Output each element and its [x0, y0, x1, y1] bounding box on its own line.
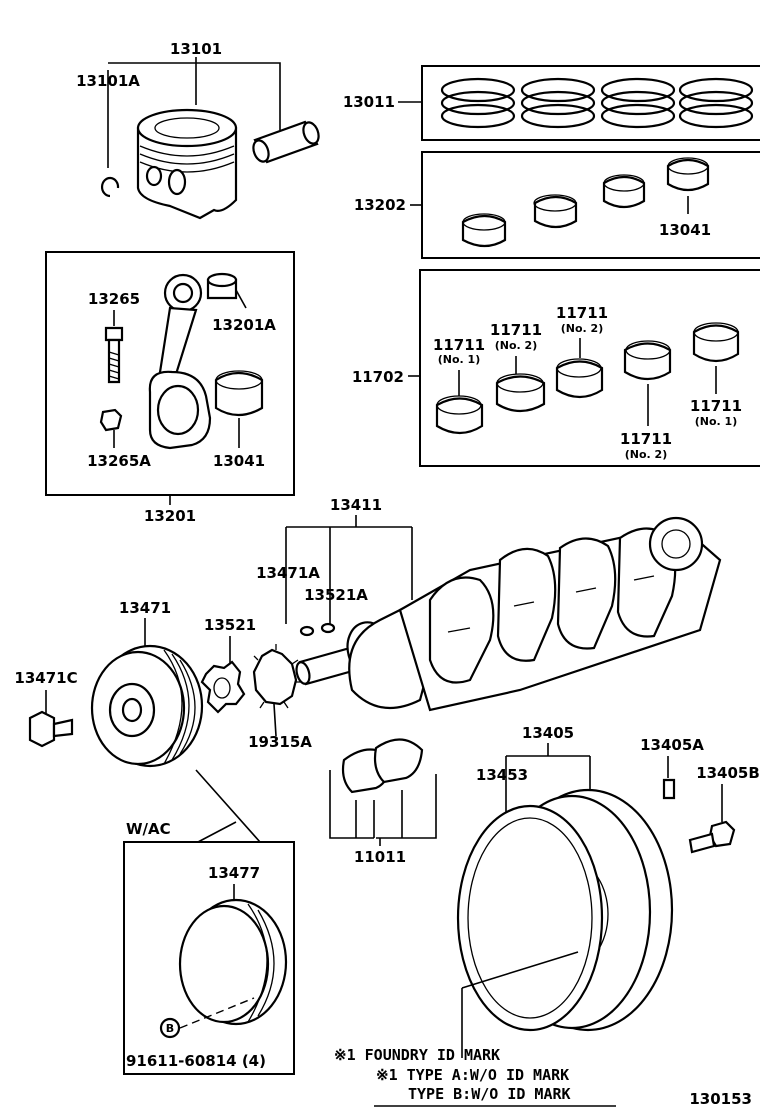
small-end-bushing-illustration	[206, 272, 238, 300]
wac-pulley-group: W/AC 13477 B 91611-60814 (4)	[123, 769, 295, 1075]
piston-pin-illustration	[252, 120, 320, 164]
part-label-13521A: 13521A	[304, 586, 368, 604]
bearing-label-11711-d: 11711	[620, 430, 672, 448]
ring-gear-illustration	[456, 804, 604, 1032]
main-bearing-set-group: 11702 11711 (No. 1) 11711 (No. 2) 11711 …	[352, 269, 760, 467]
part-label-13041-rod: 13041	[213, 452, 265, 470]
rod-bearing-illustration	[214, 370, 264, 417]
part-label-13477: 13477	[208, 864, 260, 882]
svg-text:B: B	[166, 1022, 174, 1035]
crank-key-illustration	[299, 625, 315, 637]
part-label-13101: 13101	[170, 40, 222, 58]
bearing-label-11711-e: 11711	[690, 397, 742, 415]
pulley-bolt-illustration	[28, 710, 74, 748]
part-label-13471: 13471	[119, 599, 171, 617]
bearing-label-11711-b: 11711	[490, 321, 542, 339]
part-label-13521: 13521	[204, 616, 256, 634]
part-label-13405B: 13405B	[696, 764, 760, 782]
flywheel-bolt-illustration	[688, 820, 736, 854]
part-label-13471A: 13471A	[256, 564, 320, 582]
piston-ring-set-2	[520, 77, 596, 129]
main-bearing-shell-c	[555, 358, 604, 399]
part-label-13041-top: 13041	[659, 221, 711, 239]
crank-pulley-illustration	[90, 644, 204, 768]
part-label-13201A: 13201A	[212, 316, 276, 334]
note-foundry-mark: ※1 FOUNDRY ID MARK	[334, 1046, 500, 1064]
crankshaft-illustration	[295, 516, 722, 712]
note-type-a: ※1 TYPE A:W/O ID MARK	[376, 1066, 569, 1084]
rod-bolt-illustration	[104, 326, 124, 384]
rod-bearing-shell	[533, 194, 578, 229]
note-type-b: TYPE B:W/O ID MARK	[408, 1085, 571, 1103]
piston-ring-set-1	[440, 77, 516, 129]
flywheel-group: 13405 13453 13405A 13405B	[456, 724, 760, 1058]
bearing-label-11711-a: 11711	[433, 336, 485, 354]
bearing-sub-11711-d: (No. 2)	[625, 448, 667, 461]
pulley-group: 13471 13471C 13521 19315A	[14, 599, 312, 768]
rod-nut-illustration	[99, 408, 123, 432]
bearing-sub-11711-e: (No. 1)	[695, 415, 737, 428]
wac-label: W/AC	[126, 820, 171, 838]
timing-rotor-illustration	[252, 644, 302, 709]
part-label-13101A: 13101A	[76, 72, 140, 90]
part-label-11011: 11011	[354, 848, 406, 866]
part-label-13411: 13411	[330, 496, 382, 514]
piston-ring-set-4	[678, 77, 754, 129]
thrust-washer-group: 11011	[329, 738, 437, 866]
piston-group: 13101 13101A	[76, 40, 320, 220]
part-label-13405: 13405	[522, 724, 574, 742]
piston-ring-set-3	[600, 77, 676, 129]
rod-bearing-shell	[666, 157, 710, 192]
bearing-sub-11711-a: (No. 1)	[438, 353, 480, 366]
crank-key-illustration	[320, 622, 336, 634]
main-bearing-shell-a	[435, 395, 484, 435]
part-label-13202: 13202	[354, 196, 406, 214]
connecting-rod-group: 13201 13265 13265A 13201A	[45, 251, 295, 525]
flywheel-pin-illustration	[662, 778, 676, 800]
connecting-rod-illustration	[148, 273, 212, 450]
main-bearing-shell-e	[692, 322, 740, 363]
ac-pulley-bolt-ref: 91611-60814 (4)	[126, 1052, 266, 1070]
part-label-13265A: 13265A	[87, 452, 151, 470]
notes-block: ※1 FOUNDRY ID MARK ※1 TYPE A:W/O ID MARK…	[334, 1046, 752, 1108]
main-bearing-shell-b	[495, 373, 546, 413]
bearing-label-11711-c: 11711	[556, 304, 608, 322]
figure-id: 130153	[689, 1090, 752, 1108]
part-label-13405A: 13405A	[640, 736, 704, 754]
bearing-sub-11711-b: (No. 2)	[495, 339, 537, 352]
ac-pulley-illustration	[178, 898, 288, 1029]
part-label-13471C: 13471C	[14, 669, 77, 687]
main-bearing-shell-d	[623, 340, 672, 381]
crank-gear-illustration	[200, 660, 246, 714]
piston-rings-group: 13011	[343, 65, 760, 141]
part-label-11702: 11702	[352, 368, 404, 386]
part-label-19315A: 19315A	[248, 733, 312, 751]
rod-bearing-shell	[602, 174, 646, 209]
part-label-13453: 13453	[476, 766, 528, 784]
part-label-13201: 13201	[144, 507, 196, 525]
thrust-washer-illustration	[341, 738, 424, 794]
snap-ring-illustration	[100, 176, 120, 198]
crankshaft-group: 13411 13471A 13521A	[256, 496, 722, 712]
bearing-sub-11711-c: (No. 2)	[561, 322, 603, 335]
part-label-13011: 13011	[343, 93, 395, 111]
rod-bearing-set-group: 13202 13041	[354, 151, 760, 259]
piston-illustration	[136, 108, 238, 220]
rod-bearing-shell	[461, 213, 507, 248]
part-label-13265: 13265	[88, 290, 140, 308]
bolt-callout-marker: B	[159, 1017, 181, 1039]
